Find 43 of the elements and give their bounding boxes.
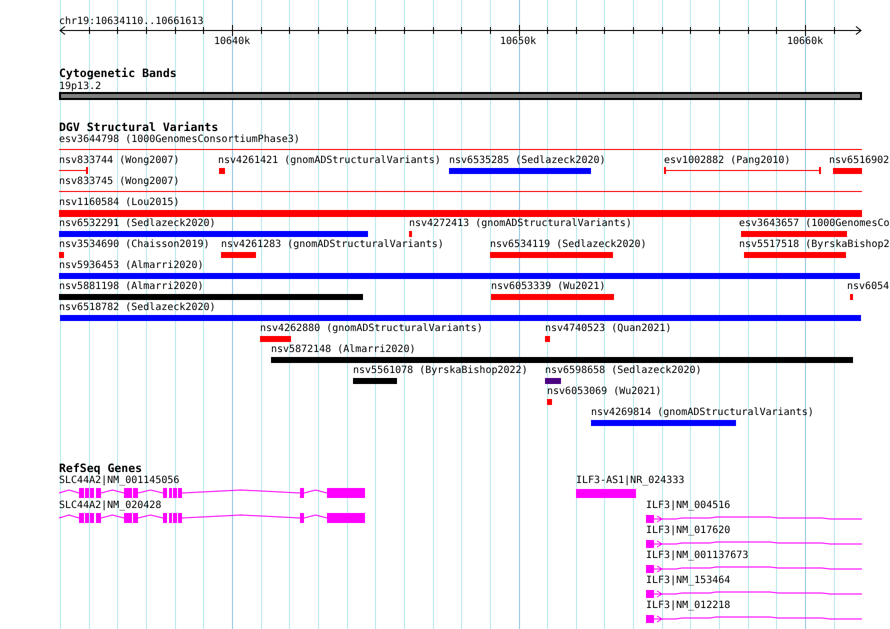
transcript-label: ILF3|NM_001137673 [646,550,748,562]
variant-label: esv3643657 (1000GenomesCo [739,218,890,230]
variant-label: nsv6532291 (Sedlazeck2020) [59,218,216,230]
variant-label: nsv6516902 [829,155,890,167]
variant-label: esv3644798 (1000GenomesConsortiumPhase3) [59,134,300,146]
transcript-label: ILF3|NM_153464 [646,575,730,587]
variant-label: nsv6534119 (Sedlazeck2020) [490,239,647,251]
variant-label: nsv6518782 (Sedlazeck2020) [59,302,216,314]
variant-label: nsv3534690 (Chaisson2019) [59,239,210,251]
variant-label: nsv4261421 (gnomADStructuralVariants) [218,155,441,167]
variant-label: nsv5517518 (ByrskaBishop2 [739,239,890,251]
variant-label: nsv6054 [847,281,890,293]
variant-label: nsv5872148 (Almarri2020) [271,344,416,356]
variant-label: nsv6053339 (Wu2021) [491,281,606,293]
variant-label: nsv4262880 (gnomADStructuralVariants) [260,323,483,335]
variant-label: nsv4740523 (Quan2021) [545,323,672,335]
variant-label: nsv5561078 (ByrskaBishop2022) [353,365,528,377]
transcript-label: ILF3|NM_004516 [646,500,730,512]
band-label: 19p13.2 [59,81,102,93]
transcript-label: ILF3|NM_012218 [646,600,730,612]
variant-label: nsv4261283 (gnomADStructuralVariants) [221,239,444,251]
variant-label: nsv1160584 (Lou2015) [59,197,180,209]
variant-label: nsv4269814 (gnomADStructuralVariants) [591,407,814,419]
position-label: chr19:10634110..10661613 [59,16,204,28]
transcript-label: ILF3-AS1|NR_024333 [576,475,684,487]
tick-label: 10640k [214,36,250,48]
tick-label: 10660k [787,36,824,48]
variant-label: nsv6053069 (Wu2021) [547,386,662,398]
variant-label: nsv5881198 (Almarri2020) [59,281,204,293]
variant-label: nsv5936453 (Almarri2020) [59,260,204,272]
variant-label: nsv6535285 (Sedlazeck2020) [449,155,606,167]
tick-label: 10650k [500,36,536,48]
variant-label: nsv6598658 (Sedlazeck2020) [545,365,702,377]
variant-label: esv1002882 (Pang2010) [664,155,790,167]
variant-label: nsv833745 (Wong2007) [59,176,180,188]
transcript-label: ILF3|NM_017620 [646,525,730,537]
transcript-label: SLC44A2|NM_001145056 [59,475,180,487]
track-title: Cytogenetic Bands [59,67,177,80]
track-title: RefSeq Genes [59,462,142,475]
variant-label: nsv833744 (Wong2007) [59,155,180,167]
variant-label: nsv4272413 (gnomADStructuralVariants) [409,218,632,230]
track-title: DGV Structural Variants [59,121,218,134]
transcript-label: SLC44A2|NM_020428 [59,500,162,512]
